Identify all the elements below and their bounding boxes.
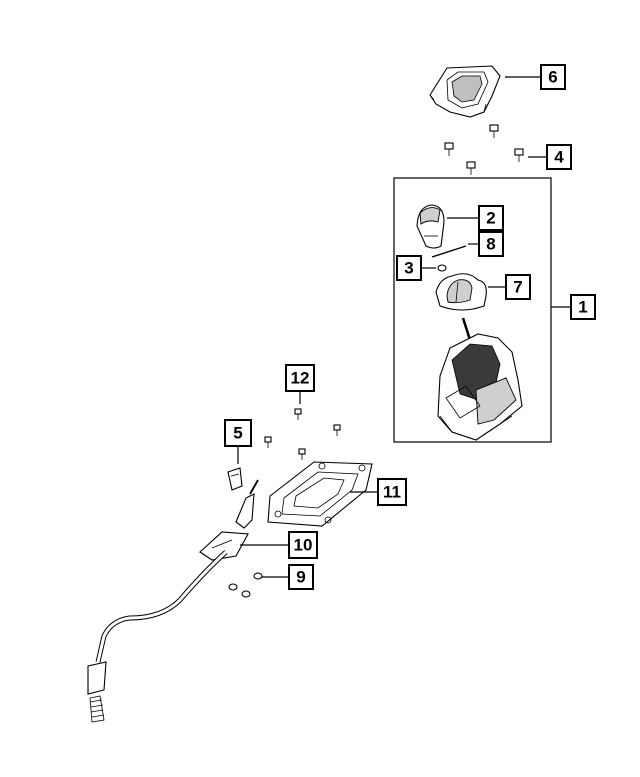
bracket-plate-part	[267, 461, 373, 527]
callout-12: 12	[285, 364, 315, 392]
shift-cable-part	[87, 479, 259, 723]
callout-11: 11	[377, 478, 407, 506]
callout-2: 2	[478, 205, 504, 231]
callout-12-label: 12	[291, 369, 310, 388]
callout-1: 1	[570, 294, 596, 320]
shift-knob-part	[416, 204, 445, 249]
callout-3: 3	[396, 255, 422, 281]
callout-5: 5	[224, 419, 252, 447]
callout-10: 10	[288, 531, 318, 559]
bezel-part	[429, 65, 501, 118]
shift-boot-part	[435, 273, 487, 311]
callout-9: 9	[288, 564, 314, 590]
callout-9-label: 9	[296, 568, 305, 587]
screws-part-12	[264, 408, 341, 460]
callout-2-label: 2	[486, 209, 495, 228]
screws-part-4	[444, 124, 524, 175]
callout-3-label: 3	[404, 259, 413, 278]
callout-1-label: 1	[578, 298, 587, 317]
leader-lines	[237, 76, 570, 578]
callout-6: 6	[540, 64, 566, 90]
shifter-assembly-part	[437, 317, 523, 441]
clip-part-5	[227, 467, 243, 491]
callout-4-label: 4	[554, 148, 564, 167]
callout-11-label: 11	[383, 483, 401, 502]
callout-6-label: 6	[548, 68, 557, 87]
assembly-frame	[393, 177, 552, 443]
callout-8-label: 8	[486, 235, 495, 254]
callout-7-label: 7	[513, 278, 522, 297]
callout-7: 7	[505, 274, 531, 300]
callout-4: 4	[546, 144, 572, 170]
callout-5-label: 5	[233, 424, 242, 443]
callout-10-label: 10	[294, 536, 313, 555]
callout-8: 8	[478, 231, 504, 257]
pin-part-8	[431, 245, 467, 258]
nut-part-3	[437, 264, 447, 272]
nuts-part-9	[228, 572, 263, 598]
